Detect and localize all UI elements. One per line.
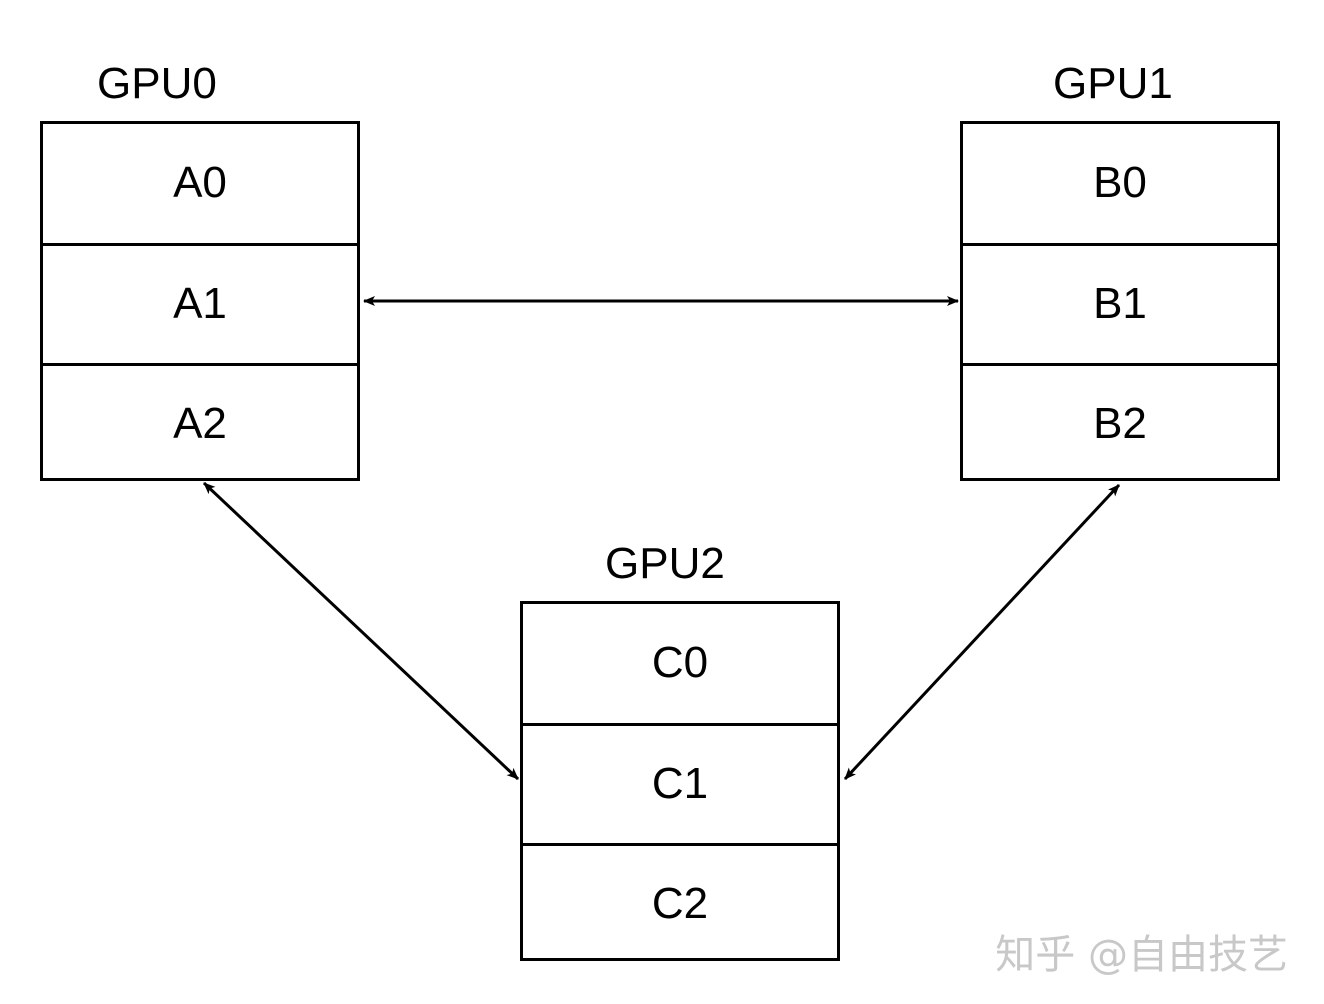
gpu0-box: A0 A1 A2 (40, 121, 360, 481)
gpu2-title: GPU2 (605, 539, 725, 588)
cell-a0: A0 (173, 157, 227, 207)
gpu1-title: GPU1 (1053, 59, 1173, 108)
gpu1-box: B0 B1 B2 (960, 121, 1280, 481)
link-b2-c1 (843, 483, 1121, 781)
gpu0-title: GPU0 (97, 59, 217, 108)
cell-a1: A1 (43, 242, 357, 363)
cell-a2: A2 (43, 362, 357, 483)
cell-c2: C2 (523, 842, 837, 963)
gpu2-box: C0 C1 C2 (520, 601, 840, 961)
cell-c1: C1 (523, 722, 837, 843)
watermark: 知乎 @自由技艺 (995, 932, 1288, 978)
cell-b1: B1 (963, 242, 1277, 363)
cell-c0: C0 (651, 637, 709, 687)
link-a2-c1 (202, 481, 520, 781)
cell-b0: B0 (1093, 157, 1147, 207)
cell-b2: B2 (963, 362, 1277, 483)
